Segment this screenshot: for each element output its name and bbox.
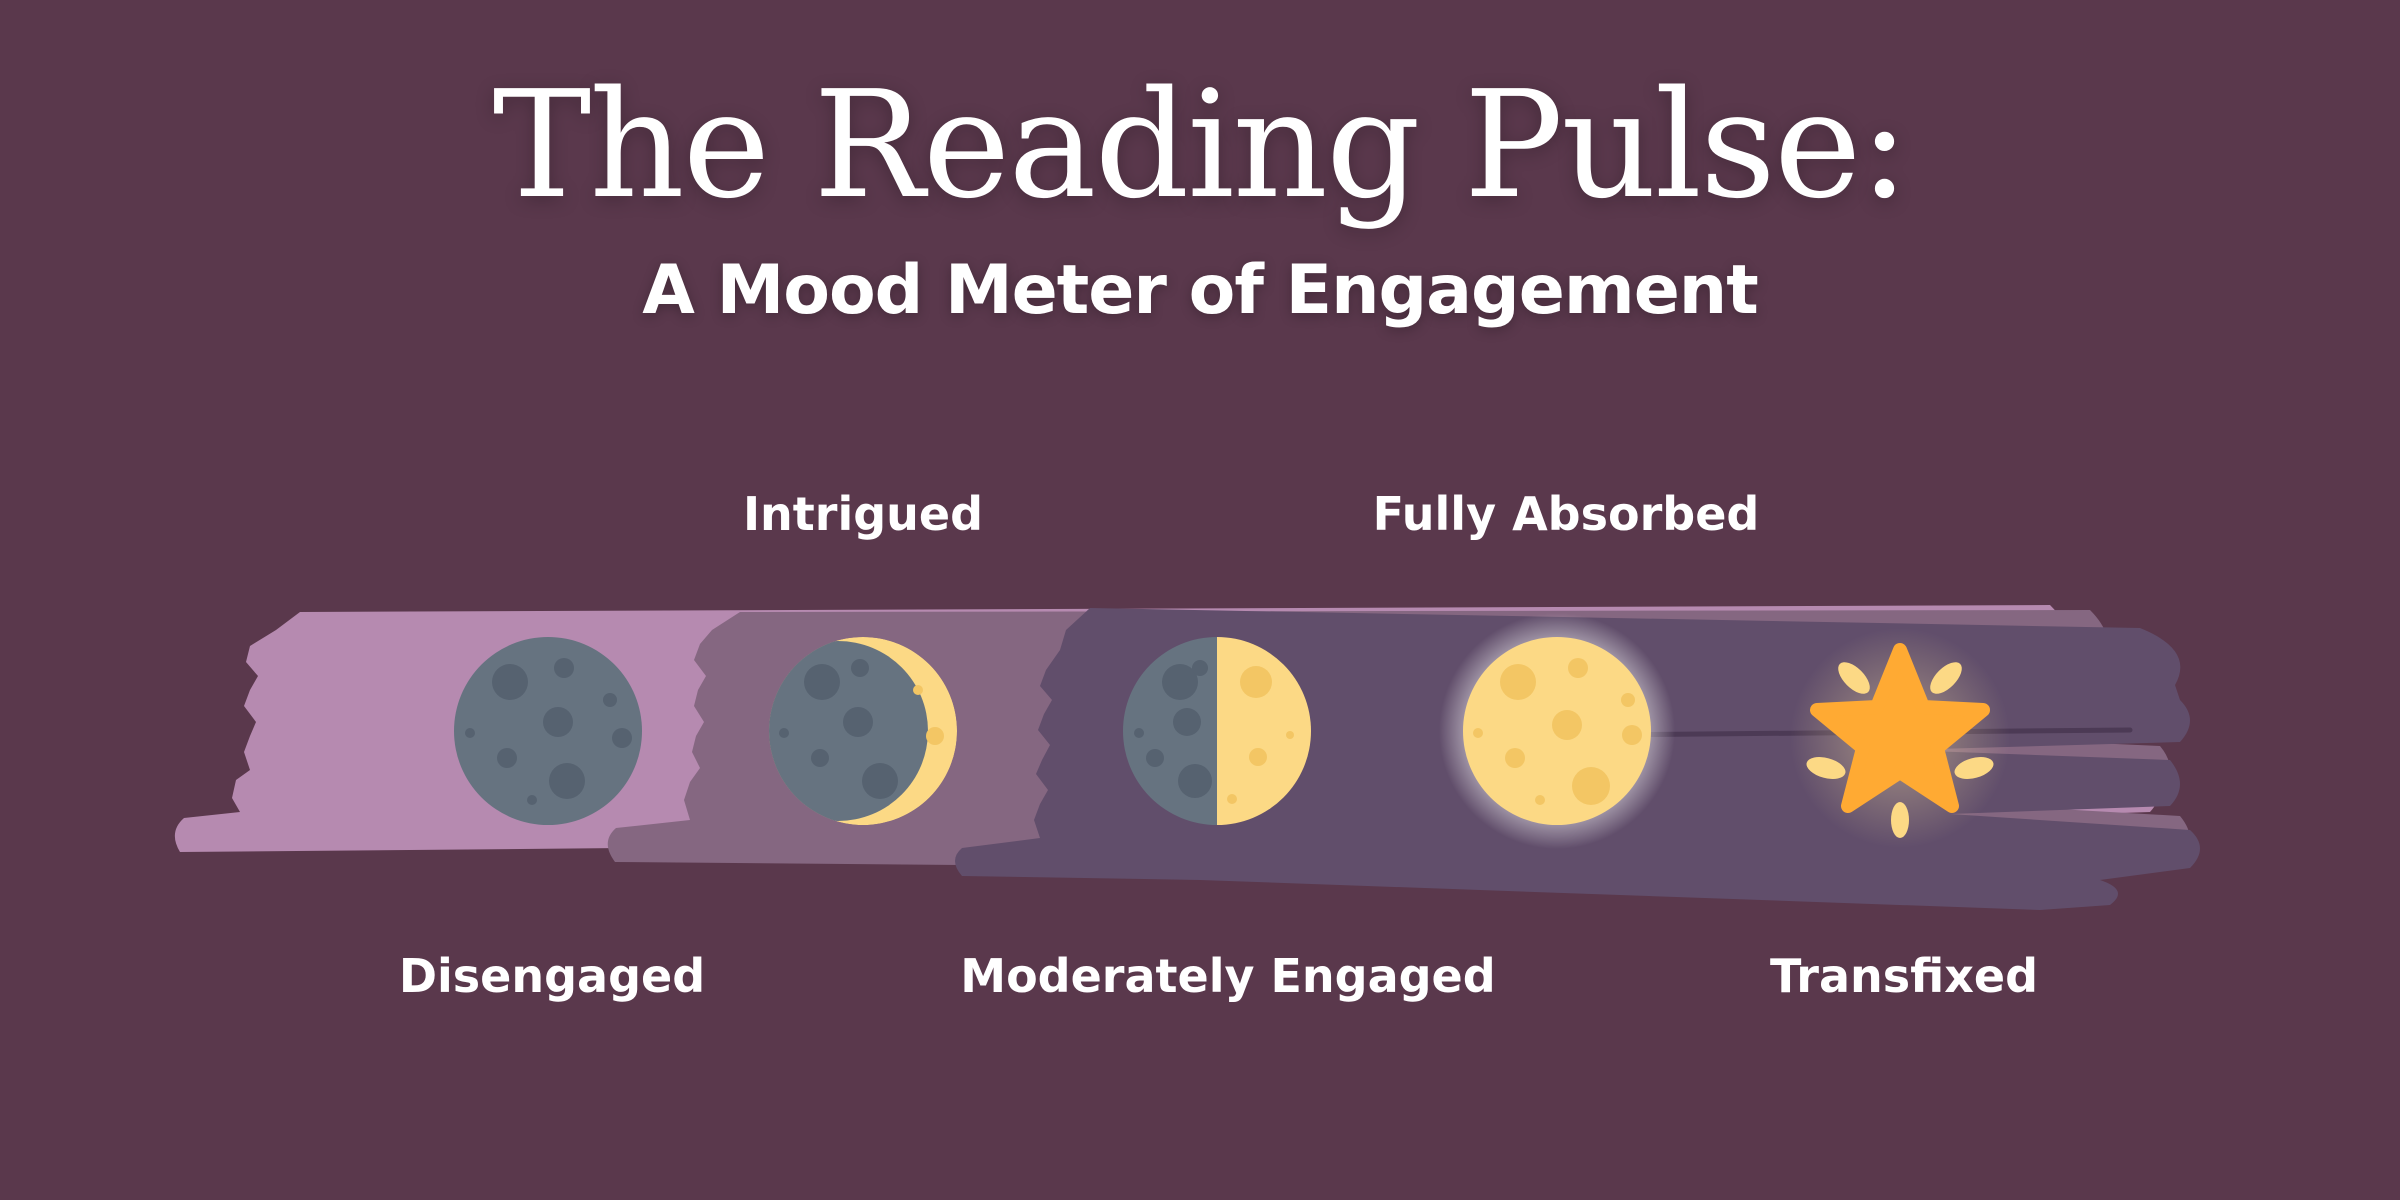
stage-label-fully-absorbed: Fully Absorbed	[1372, 487, 1760, 541]
full-moon-icon	[1439, 613, 1675, 849]
crescent-moon-icon	[769, 637, 957, 825]
page-subtitle: A Mood Meter of Engagement	[642, 251, 1758, 330]
page-title: The Reading Pulse:	[492, 59, 1910, 231]
new-moon-icon	[454, 637, 642, 825]
glowing-star-icon	[1790, 628, 2010, 848]
stage-label-disengaged: Disengaged	[398, 949, 706, 1003]
half-moon-icon	[1123, 637, 1311, 825]
stage-label-transfixed: Transfixed	[1769, 949, 2039, 1003]
stage-label-moderately-engaged: Moderately Engaged	[960, 949, 1496, 1003]
stage-label-intrigued: Intrigued	[742, 487, 984, 541]
